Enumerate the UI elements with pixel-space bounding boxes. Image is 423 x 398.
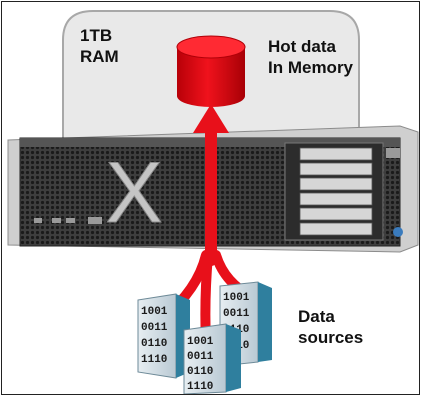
hot-data-label-line1: Hot data xyxy=(268,37,336,56)
memory-label-line2: RAM xyxy=(80,47,119,66)
server-logo-letter: X xyxy=(105,145,162,241)
cylinder-icon xyxy=(176,35,246,107)
bits-text: 0011 xyxy=(187,351,214,363)
bits-text: 1001 xyxy=(141,306,168,318)
memory-label: 1TB RAM xyxy=(80,25,119,67)
data-sources-label-line1: Data xyxy=(298,307,335,326)
bits-text: 1110 xyxy=(187,381,213,393)
data-sources-label-line2: sources xyxy=(298,328,364,347)
bits-text: 0011 xyxy=(141,322,168,334)
bits-text: 0011 xyxy=(223,308,250,320)
bits-text: 0110 xyxy=(141,338,167,350)
building-data-icon: 1001 0011 0110 1110 1001 0011 0110 1110 … xyxy=(137,281,272,395)
hot-data-label: Hot data In Memory xyxy=(268,36,353,78)
drive-bays xyxy=(299,147,373,236)
data-sources-label: Data sources xyxy=(298,306,363,348)
memory-label-line1: 1TB xyxy=(80,26,113,45)
bits-text: 0110 xyxy=(187,366,213,378)
bits-text: 1001 xyxy=(223,292,250,304)
bits-text: 1001 xyxy=(187,336,214,348)
bits-text: 1110 xyxy=(141,354,167,366)
hot-data-label-line2: In Memory xyxy=(268,58,354,77)
